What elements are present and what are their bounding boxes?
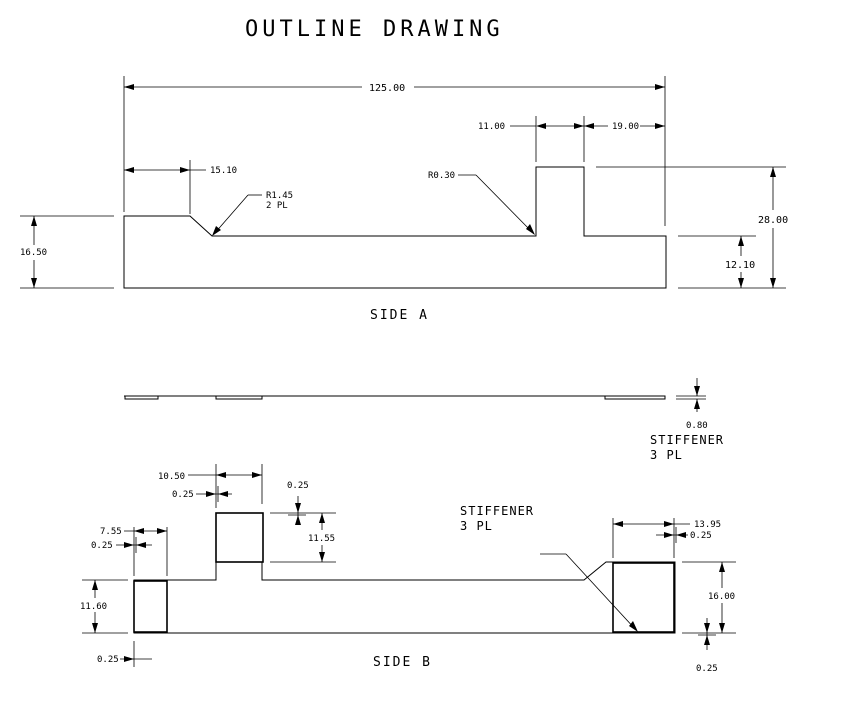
side-a-view: 125.00 15.10 R1.45 2 PL R0.30 11.00 19.0… [20,76,788,323]
dim-overall-height: 28.00 [758,215,788,226]
dim-radius-1: R1.45 [266,191,293,201]
side-a-outline [123,166,667,289]
dim-overall-length: 125.00 [369,83,405,94]
dim-top-tab-width: 10.50 [158,472,185,482]
dim-left-tab-width: 7.55 [100,527,122,537]
stiffener-strip-1 [124,395,159,400]
side-b-outline [133,561,676,634]
drawing-title: OUTLINE DRAWING [245,17,504,42]
dim-left-height-b: 11.60 [80,602,107,612]
dim-left-height: 16.50 [20,248,47,258]
stiffener-label-note: 3 PL [650,448,683,462]
stiffener-strip-2 [215,395,263,400]
dim-right-tab-width: 13.95 [694,520,721,530]
dim-top-tab-height: 11.55 [308,534,335,544]
dim-bottom-right-offset: 0.25 [696,664,718,674]
side-a-label: SIDE A [370,308,429,323]
dim-left-tab-offset: 0.25 [91,541,113,551]
dim-stiffener-thickness: 0.80 [686,421,708,431]
dim-bottom-left-offset: 0.25 [97,655,119,665]
dim-radius-1-note: 2 PL [266,201,288,211]
dim-tab-width: 11.00 [478,122,505,132]
dim-right-height: 12.10 [725,260,755,271]
stiffener-strip-3 [604,395,666,400]
side-b-stiffener-right [612,562,675,633]
stiffener-thickness-view: 0.80 STIFFENER 3 PL [124,378,724,462]
dim-right-height-b: 16.00 [708,592,735,602]
dim-top-tab-gap: 0.25 [287,481,309,491]
stiffener-label: STIFFENER [650,433,724,447]
dim-left-step: 15.10 [210,166,237,176]
dim-top-tab-offset: 0.25 [172,490,194,500]
side-b-stiffener-left [133,580,168,633]
side-b-stiffener-note: 3 PL [460,519,493,533]
dim-tab-right: 19.00 [612,122,639,132]
side-b-view: 10.50 0.25 0.25 11.55 7.55 0.25 [80,464,736,674]
side-b-label: SIDE B [373,655,432,670]
dim-right-tab-offset: 0.25 [690,531,712,541]
side-b-stiffener-label: STIFFENER [460,504,534,518]
side-b-stiffener-top [215,512,264,563]
dim-radius-2: R0.30 [428,171,455,181]
